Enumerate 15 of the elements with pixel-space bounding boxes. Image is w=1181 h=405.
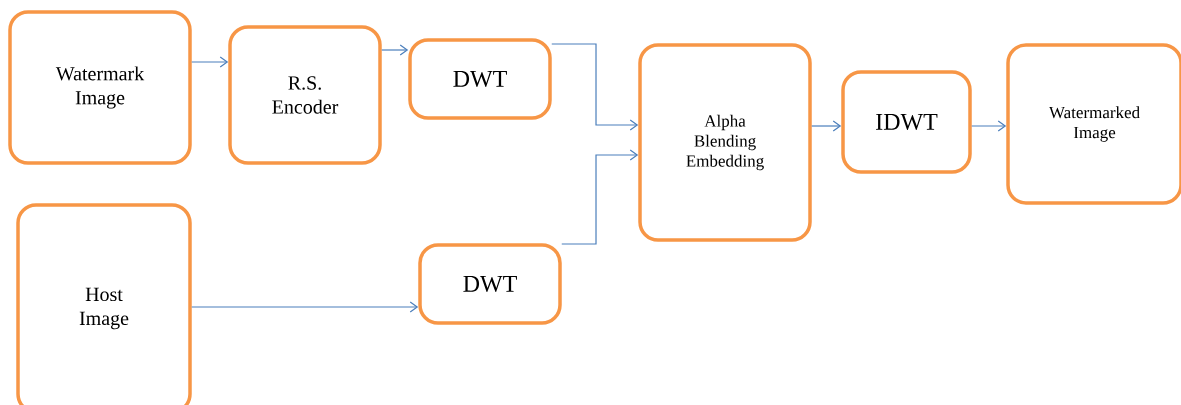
process-box: Watermarked Image (1006, 43, 1181, 205)
process-box: DWT (418, 243, 562, 325)
process-box: Host Image (16, 203, 192, 405)
arrow (191, 56, 229, 68)
process-box: DWT (408, 38, 552, 120)
process-box: R.S. Encoder (228, 25, 382, 165)
process-box: IDWT (841, 70, 972, 174)
process-box: Watermark Image (8, 10, 192, 165)
arrow (551, 43, 639, 131)
arrow (971, 120, 1007, 132)
process-box: Alpha Blending Embedding (638, 43, 812, 242)
arrow (191, 301, 419, 313)
arrow (381, 44, 409, 56)
arrow (561, 149, 639, 245)
arrow (811, 120, 842, 132)
